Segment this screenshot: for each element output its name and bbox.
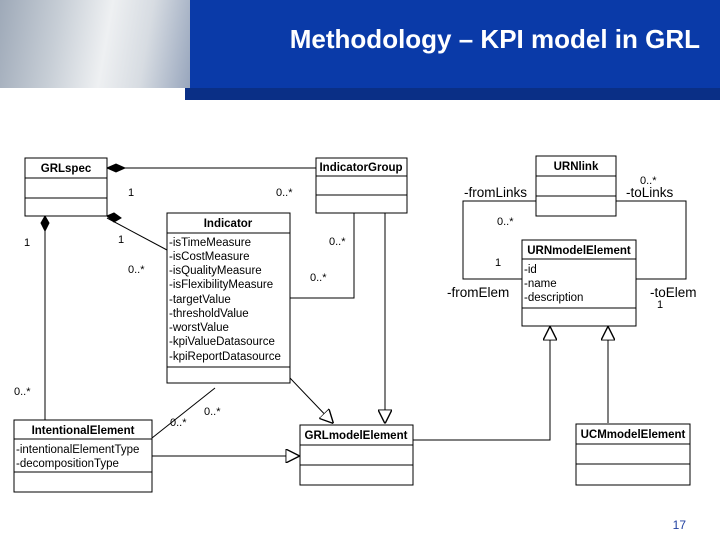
- mult-link-from: 0..*: [497, 216, 514, 228]
- mult-spec-indicator-spec: 1: [118, 234, 124, 246]
- role-to-links: -toLinks: [626, 185, 674, 200]
- class-name-urn-model-element: URNmodelElement: [527, 245, 631, 257]
- edge-grl-urn-generalization: [413, 327, 550, 441]
- class-urn-model-element: URNmodelElement -id -name -description: [521, 239, 637, 327]
- role-to-elem: -toElem: [650, 285, 697, 300]
- class-name-indicator: Indicator: [204, 218, 253, 230]
- mult-elem-to: 1: [657, 299, 663, 311]
- mult-elem-from: 1: [495, 257, 501, 269]
- mult-spec-indicator-ind: 0..*: [128, 264, 145, 276]
- attr-kpi-report-datasource: -kpiReportDatasource: [169, 351, 281, 363]
- attr-worst-value: -worstValue: [169, 322, 229, 334]
- class-name-indicator-group: IndicatorGroup: [319, 162, 402, 174]
- attr-is-flexibility-measure: -isFlexibilityMeasure: [169, 279, 273, 291]
- class-name-grl-model-element: GRLmodelElement: [305, 430, 408, 442]
- class-grlspec: GRLspec: [24, 157, 108, 217]
- composition-diamond-indicator: [106, 212, 122, 223]
- header-underline-bar: [185, 88, 720, 100]
- role-from-links: -fromLinks: [464, 185, 527, 200]
- class-name-urnlink: URNlink: [554, 161, 599, 173]
- attr-kpi-value-datasource: -kpiValueDatasource: [169, 336, 275, 348]
- edge-group-indicator: [290, 213, 355, 299]
- attr-id: -id: [524, 264, 537, 276]
- attr-threshold-value: -thresholdValue: [169, 308, 249, 320]
- edge-intentional-indicator: [151, 387, 216, 439]
- edge-to-links: [616, 200, 687, 280]
- class-name-ucm-model-element: UCMmodelElement: [581, 429, 686, 441]
- mult-spec-group-spec: 1: [128, 187, 134, 199]
- mult-group-indicator-ind: 0..*: [310, 272, 327, 284]
- attr-intentional-element-type: -intentionalElementType: [16, 444, 139, 456]
- edge-spec-indicator: [106, 217, 168, 251]
- attr-is-time-measure: -isTimeMeasure: [169, 237, 251, 249]
- slide-title: Methodology – KPI model in GRL: [289, 24, 700, 54]
- page-number: 17: [672, 518, 686, 532]
- class-indicator-group: IndicatorGroup: [315, 157, 408, 214]
- mult-spec-ie-spec: 1: [24, 237, 30, 249]
- edge-from-links: [462, 200, 536, 280]
- class-name-intentional-element: IntentionalElement: [32, 425, 135, 437]
- mult-ie-indicator-ie: 0..*: [170, 417, 187, 429]
- mult-group-indicator-group: 0..*: [329, 236, 346, 248]
- attr-description: -description: [524, 292, 583, 304]
- mult-ie-indicator-ind: 0..*: [204, 406, 221, 418]
- composition-diamond-group: [105, 163, 127, 173]
- mult-spec-group-group: 0..*: [276, 187, 293, 199]
- class-indicator: Indicator -isTimeMeasure -isCostMeasure …: [166, 212, 291, 384]
- attr-decomposition-type: -decompositionType: [16, 458, 119, 470]
- role-from-elem: -fromElem: [447, 285, 509, 300]
- class-name-grlspec: GRLspec: [41, 163, 92, 175]
- composition-diamond-intentional: [40, 214, 50, 233]
- attr-name: -name: [524, 278, 557, 290]
- header-photo-laptop-mouse: [0, 0, 190, 88]
- class-urnlink: URNlink: [535, 155, 617, 217]
- attr-is-quality-measure: -isQualityMeasure: [169, 265, 262, 277]
- mult-link-to: 0..*: [640, 175, 657, 187]
- class-ucm-model-element: UCMmodelElement: [575, 423, 691, 486]
- slide-header: Methodology – KPI model in GRL: [0, 0, 720, 88]
- class-grl-model-element: GRLmodelElement: [299, 424, 414, 486]
- attr-target-value: -targetValue: [169, 294, 231, 306]
- edge-indicator-generalization: [289, 377, 333, 423]
- mult-spec-ie-ie: 0..*: [14, 386, 31, 398]
- attr-is-cost-measure: -isCostMeasure: [169, 251, 250, 263]
- class-intentional-element: IntentionalElement -intentionalElementTy…: [13, 419, 153, 493]
